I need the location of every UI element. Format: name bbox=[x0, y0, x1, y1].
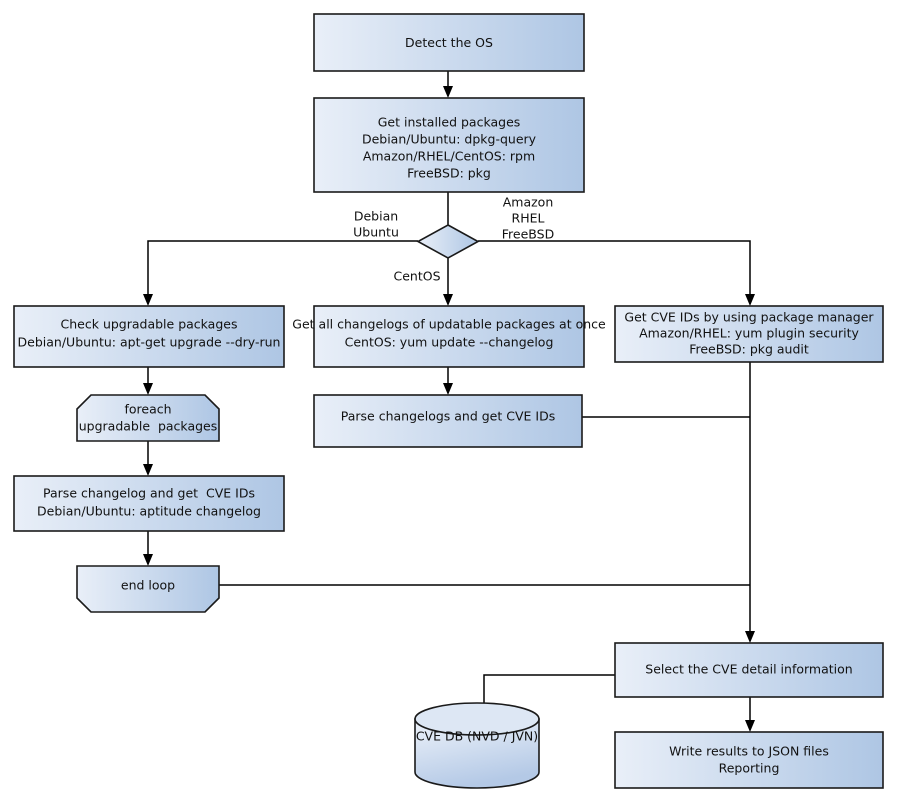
check-upgradable-box[interactable] bbox=[13, 305, 285, 368]
write-results-box[interactable] bbox=[614, 731, 884, 789]
edge-label-debian-line1: Debian bbox=[354, 209, 398, 224]
edge-label-amazon-line1: Amazon bbox=[503, 195, 554, 210]
os-decision-diamond[interactable] bbox=[416, 224, 480, 259]
node-cve-database[interactable]: CVE DB (NVD / JVN) bbox=[414, 702, 540, 789]
node-get-installed-packages[interactable]: Get installed packages Debian/Ubuntu: dp… bbox=[313, 97, 585, 193]
node-get-all-changelogs[interactable]: Get all changelogs of updatable packages… bbox=[292, 305, 606, 368]
edge-cve-pkg-to-trunk bbox=[745, 362, 755, 643]
edge-layer bbox=[143, 71, 755, 732]
node-select-cve-detail[interactable]: Select the CVE detail information bbox=[614, 642, 884, 698]
edge-all-changelogs-to-parse-bulk bbox=[443, 367, 453, 395]
node-parse-changelogs-bulk[interactable]: Parse changelogs and get CVE IDs bbox=[313, 394, 583, 448]
parse-changelogs-bulk-box[interactable] bbox=[313, 394, 583, 448]
get-installed-packages-box[interactable] bbox=[313, 97, 585, 193]
edge-label-debian-ubuntu: Debian Ubuntu bbox=[353, 209, 399, 240]
edge-label-amazon-line3: FreeBSD bbox=[502, 227, 554, 242]
loop-start-shape[interactable] bbox=[76, 394, 220, 442]
get-cve-pkg-manager-box[interactable] bbox=[614, 305, 884, 363]
edge-select-to-database bbox=[483, 674, 617, 706]
edge-label-amazon-rhel-freebsd: Amazon RHEL FreeBSD bbox=[502, 195, 554, 242]
node-get-cve-pkg-manager[interactable]: Get CVE IDs by using package manager Ama… bbox=[614, 305, 884, 363]
cve-database-body[interactable] bbox=[414, 718, 540, 789]
select-cve-detail-box[interactable] bbox=[614, 642, 884, 698]
node-loop-start[interactable]: foreach upgradable packages bbox=[76, 394, 220, 442]
node-write-results[interactable]: Write results to JSON files Reporting bbox=[614, 731, 884, 789]
parse-changelog-single-box[interactable] bbox=[13, 475, 285, 532]
edge-decision-to-check-upgradable bbox=[143, 240, 418, 306]
loop-end-shape[interactable] bbox=[76, 565, 220, 613]
edge-select-to-write-results bbox=[745, 697, 755, 732]
node-parse-changelog-single[interactable]: Parse changelog and get CVE IDs Debian/U… bbox=[13, 475, 285, 532]
node-os-decision[interactable] bbox=[416, 224, 480, 259]
edge-decision-to-all-changelogs bbox=[443, 258, 453, 306]
edge-loop-start-to-parse bbox=[143, 441, 153, 476]
edge-detect-to-installed bbox=[443, 71, 453, 98]
edge-label-amazon-line2: RHEL bbox=[512, 211, 545, 226]
node-check-upgradable[interactable]: Check upgradable packages Debian/Ubuntu:… bbox=[13, 305, 285, 368]
edge-decision-to-cve-pkg-manager bbox=[478, 240, 755, 306]
edge-label-debian-line2: Ubuntu bbox=[353, 225, 399, 240]
edge-label-centos-line1: CentOS bbox=[393, 269, 440, 284]
edge-parse-to-loop-end bbox=[143, 531, 153, 566]
edge-check-to-loop-start bbox=[143, 367, 153, 395]
node-loop-end[interactable]: end loop bbox=[76, 565, 220, 613]
detect-os-box[interactable] bbox=[313, 13, 585, 72]
node-detect-os[interactable]: Detect the OS bbox=[313, 13, 585, 72]
get-all-changelogs-box[interactable] bbox=[313, 305, 585, 368]
edge-label-centos: CentOS bbox=[393, 269, 440, 284]
edge-label-layer: Debian Ubuntu Amazon RHEL FreeBSD CentOS bbox=[353, 195, 554, 284]
cve-database-top[interactable] bbox=[414, 702, 540, 736]
